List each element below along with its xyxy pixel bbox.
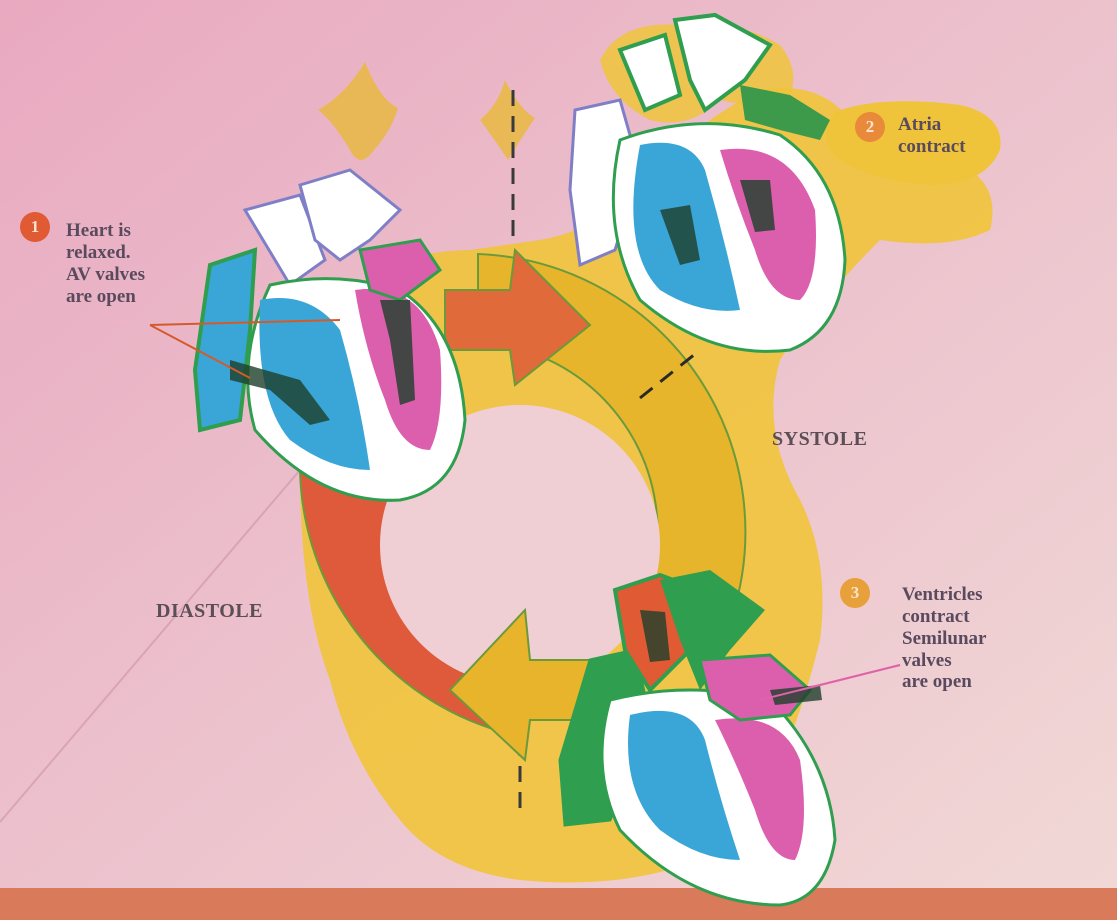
step-1-line: AV valves: [66, 264, 145, 286]
step-3-badge: 3: [840, 578, 870, 608]
step-1-badge: 1: [20, 212, 50, 242]
step-3-line: valves: [902, 650, 986, 672]
step-2-line: contract: [898, 136, 966, 158]
diastole-label: DIASTOLE: [156, 600, 263, 623]
bottom-page-strip: [0, 888, 1117, 920]
step-1-line: Heart is: [66, 220, 145, 242]
step-3-number: 3: [851, 583, 860, 602]
step-3-label: Ventricles contract Semilunar valves are…: [902, 584, 986, 693]
step-1-line: relaxed.: [66, 242, 145, 264]
step-1-label: Heart is relaxed. AV valves are open: [66, 220, 145, 307]
step-3-line: are open: [902, 671, 986, 693]
step-1-line: are open: [66, 286, 145, 308]
step-1-number: 1: [31, 217, 40, 236]
step-3-line: contract: [902, 606, 986, 628]
step-2-number: 2: [866, 117, 875, 136]
step-2-label: Atria contract: [898, 114, 966, 158]
systole-label: SYSTOLE: [772, 428, 867, 451]
step-2-line: Atria: [898, 114, 966, 136]
step-3-line: Ventricles: [902, 584, 986, 606]
step-3-line: Semilunar: [902, 628, 986, 650]
step-2-badge: 2: [855, 112, 885, 142]
